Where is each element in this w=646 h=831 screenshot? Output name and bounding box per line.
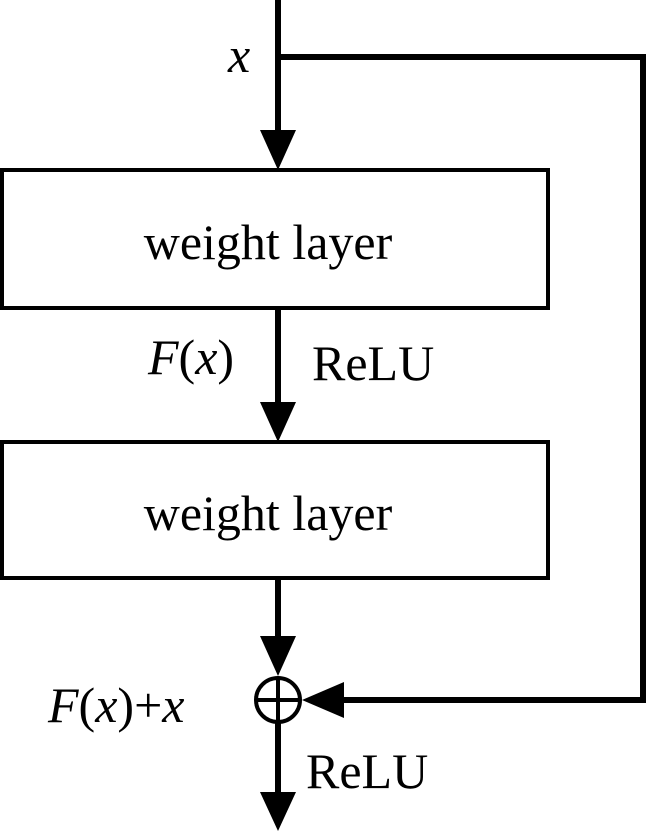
weight-layer-2-label: weight layer	[144, 485, 393, 541]
arrow-into-layer-2	[260, 402, 296, 442]
weight-layer-1-box	[0, 168, 550, 310]
relu-1-label: ReLU	[312, 335, 434, 391]
weight-layer-2-box	[0, 440, 550, 580]
output-arrowhead	[260, 792, 296, 831]
input-x-label: x	[227, 27, 250, 83]
skip-connection-line	[278, 54, 646, 703]
arrow-into-adder	[260, 636, 296, 676]
sum-label: F(x)+x	[47, 677, 184, 733]
skip-arrowhead	[302, 682, 344, 718]
arrow-into-layer-1	[260, 130, 296, 170]
relu-2-label: ReLU	[306, 743, 428, 799]
add-icon	[254, 676, 302, 724]
mid-fx-label: F(x)	[147, 329, 234, 385]
weight-layer-1-label: weight layer	[144, 214, 393, 270]
